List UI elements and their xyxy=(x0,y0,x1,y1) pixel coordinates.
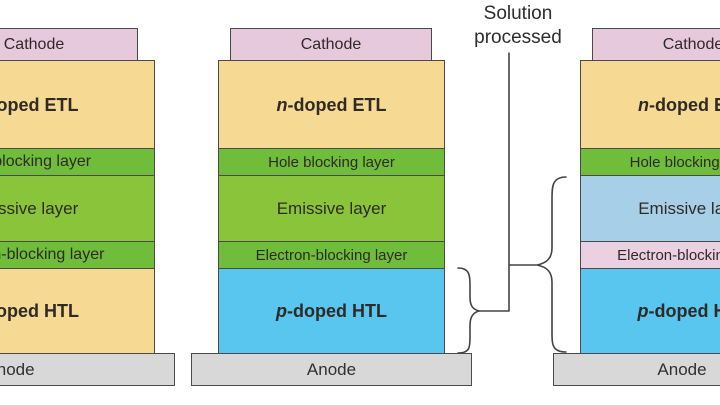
left-n-doped-etl-layer: n-doped ETL xyxy=(0,60,155,149)
left-electron-blocking-label: Electron-blocking layer xyxy=(0,246,105,263)
right-p-doped-htl-label: p-doped HTL xyxy=(638,302,720,320)
right-p-doped-htl-layer: p-doped HTL xyxy=(580,268,720,354)
right-anode-layer: Anode xyxy=(553,353,720,386)
right-etl-suffix: -doped ETL xyxy=(649,94,720,115)
left-cathode-layer: Cathode xyxy=(0,28,138,61)
middle-htl-prefix: p xyxy=(276,301,287,321)
right-electron-blocking-label: Electron-blocking layer xyxy=(617,246,720,264)
left-cathode-label: Cathode xyxy=(3,35,65,53)
solution-processed-line-1: Solution xyxy=(483,3,553,24)
solution-processed-label: Solution processed xyxy=(458,2,578,50)
left-hole-blocking-label: Hole blocking layer xyxy=(0,153,92,170)
middle-n-doped-etl-label: n-doped ETL xyxy=(277,96,387,114)
right-stack-bracket xyxy=(536,176,567,353)
right-cathode-label: Cathode xyxy=(662,35,720,53)
left-hole-blocking-layer: Hole blocking layer xyxy=(0,148,155,176)
middle-anode-label: Anode xyxy=(306,360,357,379)
right-etl-prefix: n xyxy=(638,94,649,115)
right-anode-label: Anode xyxy=(657,360,707,379)
left-electron-blocking-layer: Electron-blocking layer xyxy=(0,241,155,269)
middle-htl-suffix: -doped HTL xyxy=(287,301,387,321)
middle-etl-suffix: -doped ETL xyxy=(287,94,387,115)
left-anode-label: Anode xyxy=(0,360,35,379)
right-n-doped-etl-label: n-doped ETL xyxy=(638,96,720,114)
left-etl-suffix: -doped ETL xyxy=(0,94,79,115)
right-htl-suffix: -doped HTL xyxy=(648,301,720,321)
middle-p-doped-htl-label: p-doped HTL xyxy=(276,302,387,320)
middle-p-doped-htl-layer: p-doped HTL xyxy=(218,268,445,354)
left-p-doped-htl-layer: p-doped HTL xyxy=(0,268,155,354)
left-emissive-layer: Emissive layer xyxy=(0,175,155,242)
right-hole-blocking-layer: Hole blocking layer xyxy=(580,148,720,176)
annotation-connector-line xyxy=(478,52,537,312)
left-htl-suffix: -doped HTL xyxy=(0,301,79,321)
middle-anode-layer: Anode xyxy=(191,353,472,386)
left-p-doped-htl-label: p-doped HTL xyxy=(0,302,79,320)
left-anode-layer: Anode xyxy=(0,353,175,386)
middle-electron-blocking-label: Electron-blocking layer xyxy=(255,246,408,264)
right-cathode-layer: Cathode xyxy=(592,28,720,61)
right-emissive-label: Emissive layer xyxy=(638,199,720,218)
middle-electron-blocking-layer: Electron-blocking layer xyxy=(218,241,445,269)
middle-n-doped-etl-layer: n-doped ETL xyxy=(218,60,445,149)
middle-emissive-label: Emissive layer xyxy=(276,199,387,218)
left-emissive-label: Emissive layer xyxy=(0,199,79,218)
middle-emissive-layer: Emissive layer xyxy=(218,175,445,242)
left-n-doped-etl-label: n-doped ETL xyxy=(0,96,78,114)
middle-cathode-label: Cathode xyxy=(300,35,362,53)
middle-cathode-layer: Cathode xyxy=(230,28,432,61)
middle-etl-prefix: n xyxy=(276,94,288,115)
solution-processed-line-2: processed xyxy=(474,27,562,48)
right-n-doped-etl-layer: n-doped ETL xyxy=(580,60,720,149)
middle-hole-blocking-layer: Hole blocking layer xyxy=(218,148,445,176)
right-htl-prefix: p xyxy=(637,301,649,321)
right-hole-blocking-label: Hole blocking layer xyxy=(629,153,720,171)
middle-hole-blocking-label: Hole blocking layer xyxy=(268,153,395,171)
middle-htl-bracket xyxy=(457,267,480,354)
